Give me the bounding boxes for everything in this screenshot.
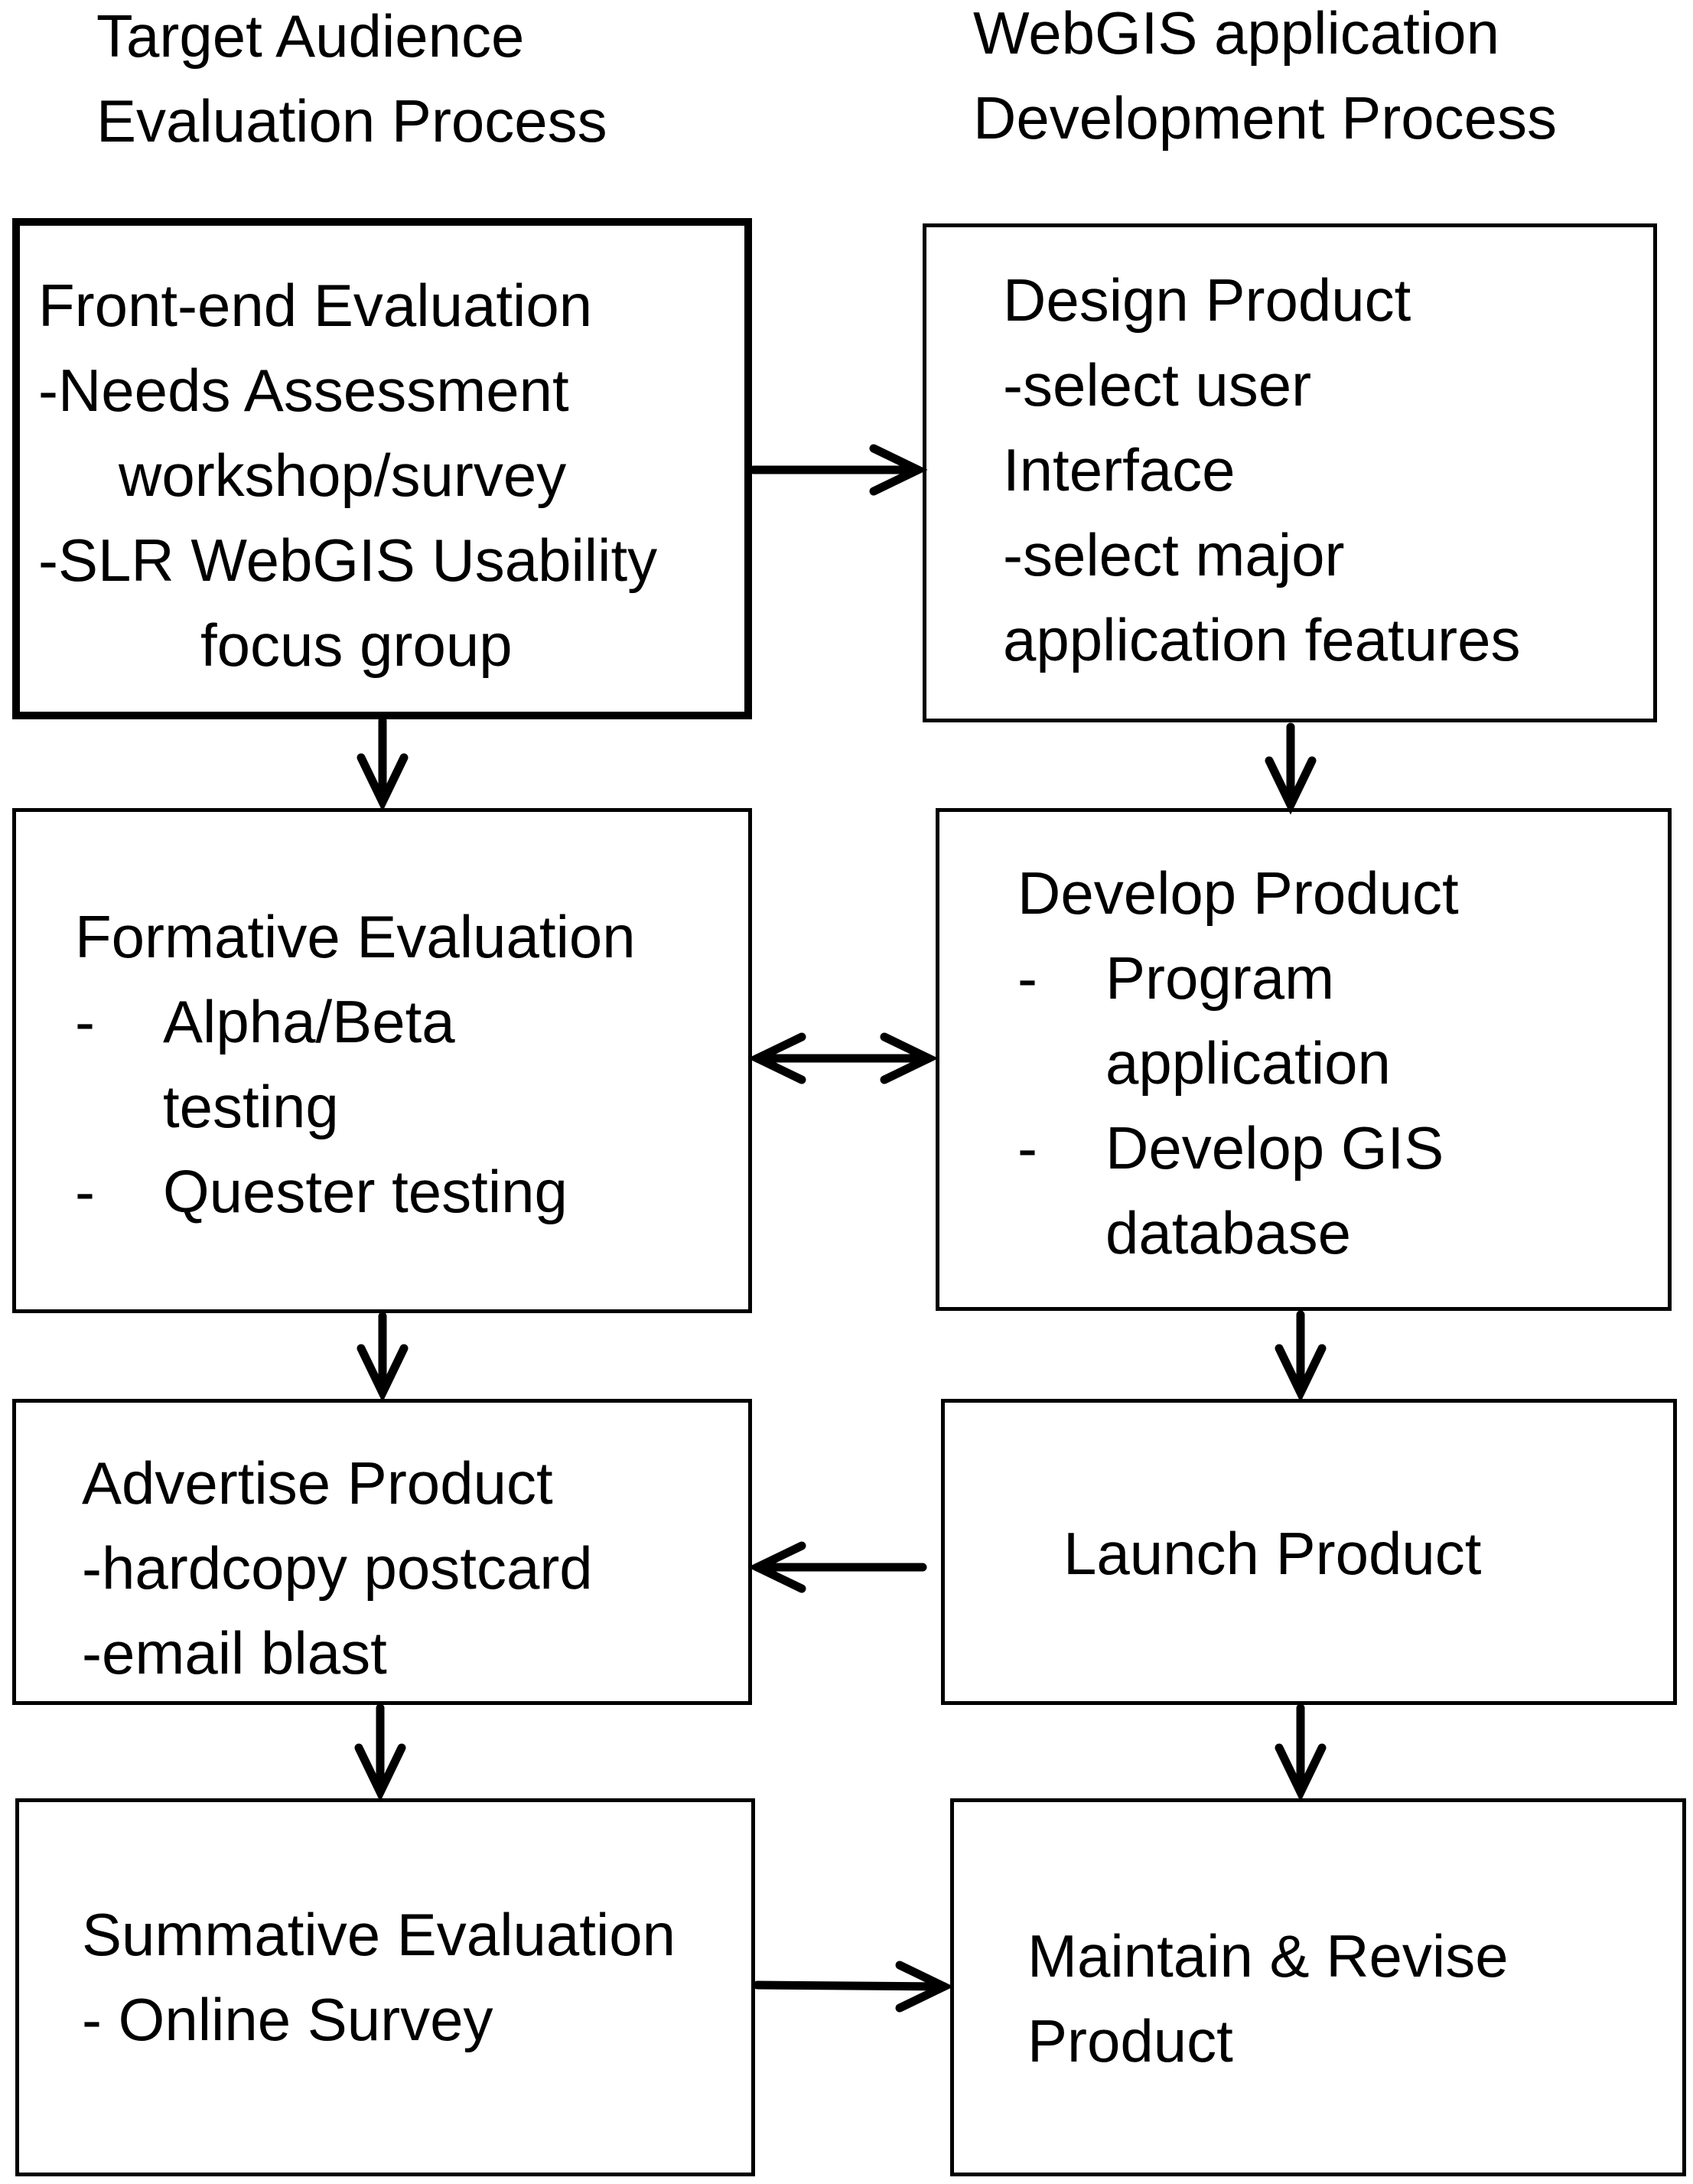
- arrow-formative-develop-bidirectional: [747, 1032, 939, 1084]
- box-line: application features: [1003, 606, 1521, 673]
- box-line: Develop GIS: [1105, 1114, 1444, 1182]
- box-line: Interface: [1003, 436, 1236, 504]
- box-line: Program: [1105, 944, 1335, 1012]
- arrow-launch-to-advertise: [747, 1541, 927, 1593]
- box-advertise-product: Advertise Product -hardcopy postcard -em…: [12, 1399, 752, 1705]
- arrow-summative-to-maintain: [753, 1961, 954, 2013]
- box-line: - Online Survey: [82, 1986, 493, 2053]
- header-line: Evaluation Process: [96, 87, 607, 155]
- bullet-dash: -: [1017, 944, 1037, 1012]
- box-title: Develop Product: [1017, 859, 1459, 927]
- header-line: Development Process: [973, 84, 1558, 152]
- arrow-front-end-to-formative: [357, 716, 409, 812]
- arrow-develop-to-launch: [1275, 1310, 1327, 1403]
- box-title: Formative Evaluation: [75, 903, 636, 970]
- box-line: -Needs Assessment: [38, 357, 569, 424]
- box-line: Quester testing: [163, 1158, 568, 1225]
- bullet-dash: -: [75, 1158, 95, 1225]
- box-line: Front-end Evaluation: [38, 272, 593, 339]
- arrow-launch-to-maintain: [1275, 1703, 1327, 1802]
- arrow-formative-to-advertise: [357, 1312, 409, 1403]
- box-line: -hardcopy postcard: [82, 1534, 593, 1602]
- box-line: Launch Product: [1063, 1520, 1482, 1587]
- box-launch-product: Launch Product: [941, 1399, 1677, 1705]
- box-line: workshop/survey: [119, 442, 567, 509]
- header-webgis-development: WebGIS application Development Process: [973, 0, 1662, 161]
- bullet-dash: -: [1017, 1114, 1037, 1182]
- box-line: application: [1105, 1029, 1391, 1097]
- header-line: WebGIS application: [973, 0, 1499, 67]
- arrow-design-to-develop: [1265, 722, 1317, 815]
- box-develop-product: Develop Product - Program application - …: [936, 808, 1672, 1311]
- box-line: -select user: [1003, 351, 1312, 419]
- box-line: Maintain & Revise: [1027, 1922, 1509, 1990]
- box-maintain-revise-product: Maintain & Revise Product: [950, 1798, 1686, 2176]
- header-target-audience: Target Audience Evaluation Process: [96, 0, 632, 164]
- arrow-front-end-to-design: [749, 444, 928, 496]
- box-formative-evaluation: Formative Evaluation - Alpha/Beta testin…: [12, 808, 752, 1313]
- box-line: database: [1105, 1199, 1351, 1266]
- box-line: -email blast: [82, 1619, 387, 1687]
- box-line: Alpha/Beta: [163, 988, 455, 1055]
- box-summative-evaluation: Summative Evaluation - Online Survey: [15, 1798, 755, 2176]
- box-line: Advertise Product: [82, 1449, 553, 1517]
- box-line: Summative Evaluation: [82, 1901, 676, 1968]
- box-line: testing: [163, 1073, 339, 1140]
- box-line: focus group: [200, 611, 513, 679]
- box-line: Design Product: [1003, 266, 1411, 334]
- box-line: -SLR WebGIS Usability: [38, 526, 658, 594]
- box-line: -select major: [1003, 521, 1345, 588]
- bullet-dash: -: [75, 988, 95, 1055]
- box-front-end-evaluation: Front-end Evaluation -Needs Assessment w…: [12, 218, 752, 719]
- header-line: Target Audience: [96, 2, 525, 70]
- box-design-product: Design Product -select user Interface -s…: [923, 223, 1657, 722]
- arrow-advertise-to-summative: [354, 1703, 406, 1802]
- box-line: Product: [1027, 2007, 1233, 2075]
